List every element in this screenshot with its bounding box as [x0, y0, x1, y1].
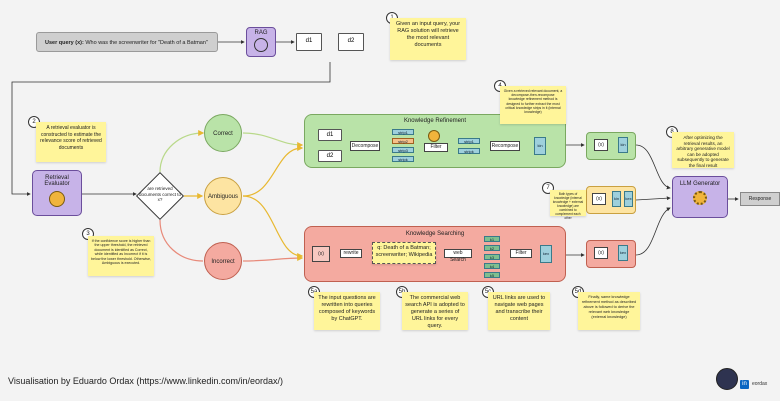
recompose-step: Recompose	[490, 141, 520, 151]
combo-external-kex: kex	[618, 245, 628, 261]
combo-external-x: (x)	[594, 247, 608, 259]
step-note-7: Both types of knowledge (internal knowle…	[550, 190, 586, 220]
user-query-box: User query (x): Who was the screenwriter…	[36, 32, 218, 52]
brain-icon	[49, 191, 65, 207]
rewrite-step: rewrite	[340, 249, 362, 258]
response-box: Response	[740, 192, 780, 206]
knowledge-searching-title: Knowledge Searching	[405, 231, 465, 237]
searching-filter-step: Filter	[510, 249, 532, 258]
search-result-1: k1	[484, 236, 500, 242]
outcome-correct: Correct	[204, 114, 242, 152]
retrieval-evaluator-label: Retrieval Evaluator	[44, 175, 70, 187]
gear-icon	[693, 191, 707, 205]
strip-3: strip3	[392, 147, 414, 153]
step-note-5b: The commercial web search API is adopted…	[402, 292, 468, 330]
kept-strip-1: strip1	[458, 138, 480, 144]
search-input-x: (x)	[312, 246, 330, 262]
rewritten-query: q: Death of a Batman; screenwriter; Wiki…	[372, 242, 436, 264]
refinement-doc-1: d1	[318, 129, 342, 141]
refinement-doc-2: d2	[318, 150, 342, 162]
strip-2: strip2	[392, 138, 414, 144]
outcome-ambiguous: Ambiguous	[204, 177, 242, 215]
user-query-label: User query (x):	[45, 40, 84, 46]
search-result-5: k5	[484, 272, 500, 278]
author-handle: eordax	[752, 381, 768, 387]
step-note-3: If the confidence score is higher than t…	[88, 236, 154, 276]
external-knowledge-output: kex	[540, 245, 552, 263]
step-note-5c: URL links are used to navigate web pages…	[488, 292, 550, 330]
web-search-step: web Search	[444, 249, 472, 263]
combo-internal-x: (x)	[594, 139, 608, 151]
decompose-step: Decompose	[350, 141, 380, 151]
rag-box: RAG	[246, 27, 276, 57]
step-note-4: Given a retrieved relevant document, a d…	[500, 86, 566, 124]
refinement-filter-step: Filter	[424, 143, 448, 152]
rag-label: RAG	[254, 30, 268, 36]
retrieved-doc-1: d1	[296, 33, 322, 51]
step-note-5d: Finally, same knowledge refinement metho…	[578, 292, 640, 330]
step-note-5a: The input questions are rewritten into q…	[314, 292, 380, 330]
search-result-4: k4	[484, 263, 500, 269]
linkedin-icon[interactable]: in	[740, 380, 749, 389]
user-query-text: Who was the screenwriter for "Death of a…	[85, 40, 208, 46]
combo-both-x: (x)	[592, 193, 606, 205]
internal-knowledge-output: kin	[534, 137, 546, 155]
retrieval-evaluator: Retrieval Evaluator	[32, 170, 82, 216]
decision-label: are retrieved documents correct to x?	[138, 186, 182, 202]
search-result-2: k2	[484, 245, 500, 251]
kept-strip-k: stripk	[458, 148, 480, 154]
search-result-3: k3	[484, 254, 500, 260]
attribution-text: Visualisation by Eduardo Ordax (https://…	[8, 376, 283, 386]
combo-both-kin: kin	[612, 191, 621, 207]
strip-1: strip1	[392, 129, 414, 135]
decision-diamond: are retrieved documents correct to x?	[135, 171, 185, 221]
llm-generator: LLM Generator	[672, 176, 728, 218]
combo-internal-kin: kin	[618, 137, 628, 153]
knowledge-refinement-title: Knowledge Refinement	[403, 118, 467, 124]
filter-gauge-icon	[428, 130, 440, 142]
outcome-incorrect: Incorrect	[204, 242, 242, 280]
retrieved-doc-2: d2	[338, 33, 364, 51]
combo-both-kex: kex	[624, 191, 633, 207]
brain-icon	[254, 38, 268, 52]
step-note-2: A retrieval evaluator is constructed to …	[36, 122, 106, 162]
llm-generator-label: LLM Generator	[679, 181, 721, 187]
strip-k: stripk	[392, 156, 414, 162]
avatar	[716, 368, 738, 390]
step-note-8: After optimizing the retrieval results, …	[672, 132, 734, 168]
step-note-1: Given an input query, your RAG solution …	[390, 18, 466, 60]
